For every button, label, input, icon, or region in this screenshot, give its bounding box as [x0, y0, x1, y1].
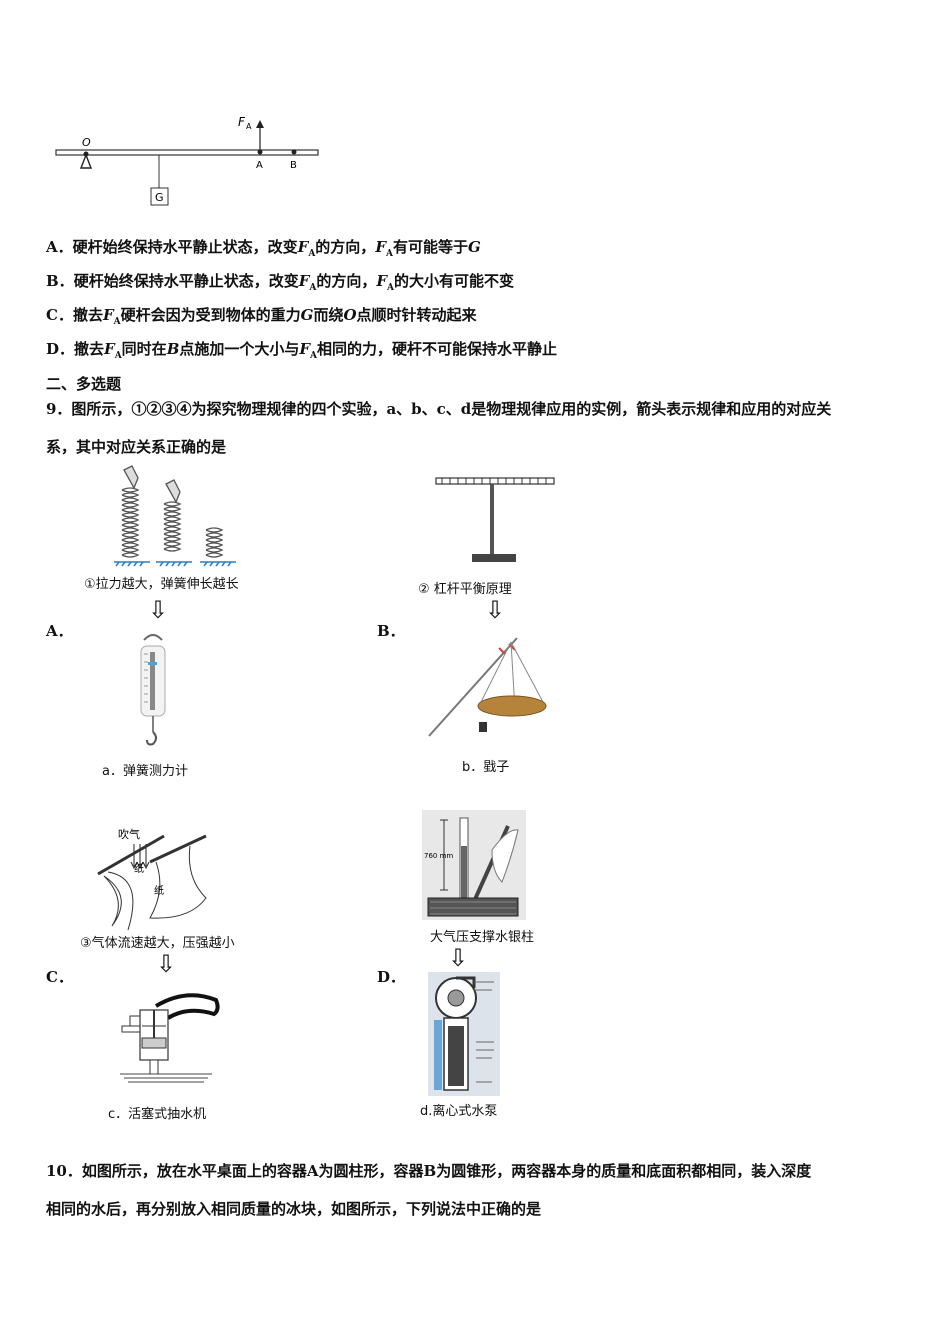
option-letter: B．: [46, 272, 74, 290]
italic-f: F: [297, 238, 309, 256]
label-blow: 吹气: [118, 827, 140, 841]
arrow-down-icon: ⇩: [485, 596, 506, 624]
sub-a: A: [385, 249, 393, 259]
q9-option-a: A．: [46, 622, 73, 640]
arrow-down-icon: ⇩: [148, 596, 169, 624]
label-760: 760 mm: [424, 852, 453, 860]
sub-a: A: [308, 249, 316, 259]
point-b: [291, 149, 297, 155]
fulcrum: [79, 153, 93, 169]
text: 点顺时针转动起来: [356, 306, 477, 324]
pivot-o: [83, 151, 89, 157]
fig-blowing-papers: 吹气 纸 纸: [97, 827, 207, 930]
text: 的大小有可能不变: [394, 272, 515, 290]
label-o: O: [82, 136, 91, 149]
sub-a: A: [387, 283, 394, 293]
q8-option-b: B．硬杆始终保持水平静止状态，改变FA的方向，FA的大小有可能不变: [46, 270, 514, 293]
text: 硬杆始终保持水平静止状态，改变: [73, 272, 299, 290]
fig-barometer: 760 mm: [422, 810, 526, 920]
italic-f: F: [104, 340, 115, 358]
caption-4: 大气压支撑水银柱: [430, 930, 535, 945]
text: 硬杆会因为受到物体的重力: [120, 306, 301, 324]
section-title: 二、多选题: [46, 375, 122, 393]
italic-f: F: [298, 272, 310, 290]
caption-c: c．活塞式抽水机: [108, 1107, 207, 1122]
caption-b: b．戥子: [462, 760, 510, 775]
label-force: F: [238, 115, 246, 129]
caption-1: ①拉力越大，弹簧伸长越长: [84, 577, 239, 592]
sub-a: A: [113, 317, 121, 327]
text: 同时在: [121, 340, 167, 358]
spring-1: [121, 465, 140, 558]
q8-option-a: A．硬杆始终保持水平静止状态，改变FA的方向，FA有可能等于G: [46, 236, 481, 259]
fig-piston-pump: [120, 993, 220, 1083]
sub-a: A: [114, 351, 122, 361]
sub-a: A: [310, 351, 318, 361]
text: 硬杆始终保持水平静止状态，改变: [72, 238, 298, 256]
lever-figure: O G F A A B: [55, 115, 319, 206]
sub-a: A: [309, 283, 317, 293]
text: 的方向，: [316, 272, 377, 290]
q9-option-d: D．: [377, 968, 406, 986]
lever-bar: [55, 149, 319, 156]
label-a: A: [256, 160, 263, 171]
arrow-down-icon: ⇩: [448, 944, 469, 972]
caption-2: ② 杠杆平衡原理: [418, 582, 512, 597]
arrow-down-icon: ⇩: [156, 950, 177, 978]
q10-line2: 相同的水后，再分别放入相同质量的冰块，如图所示，下列说法中正确的是: [46, 1200, 542, 1218]
option-letter: D．: [46, 340, 75, 358]
text: 撤去: [72, 306, 103, 324]
option-letter: C．: [46, 306, 73, 324]
italic-g: G: [300, 306, 314, 324]
text: 而绕: [313, 306, 344, 324]
italic-f: F: [299, 340, 311, 358]
q9-line1: 9．图所示，①②③④为探究物理规律的四个实验，a、b、c、d是物理规律应用的实例…: [46, 400, 832, 418]
text: 有可能等于: [392, 238, 468, 256]
italic-g: G: [467, 238, 481, 256]
fig-steelyard: [428, 637, 547, 737]
caption-3: ③气体流速越大，压强越小: [80, 936, 235, 951]
caption-d: d.离心式水泵: [420, 1104, 498, 1119]
label-force-sub: A: [246, 122, 252, 131]
caption-a: a．弹簧测力计: [102, 764, 188, 779]
option-letter: A．: [46, 238, 73, 256]
text: 点施加一个大小与: [179, 340, 300, 358]
q10-line1: 10．如图所示，放在水平桌面上的容器A为圆柱形，容器B为圆锥形，两容器本身的质量…: [46, 1162, 812, 1180]
fig-centrifugal-pump: [428, 972, 500, 1096]
text: 的方向，: [315, 238, 376, 256]
italic-b: B: [166, 340, 180, 358]
italic-f: F: [376, 272, 388, 290]
weight-g: [150, 187, 169, 206]
spring-3: [205, 527, 224, 558]
text: 相同的力，硬杆不可能保持水平静止: [317, 340, 558, 358]
label-paper-2: 纸: [154, 884, 164, 897]
point-a: [257, 149, 263, 155]
q9-option-c: C．: [46, 968, 73, 986]
force-arrowhead: [256, 120, 264, 128]
label-paper-1: 纸: [134, 862, 144, 875]
italic-f: F: [375, 238, 386, 256]
q9-line2: 系，其中对应关系正确的是: [46, 438, 227, 456]
fig-lever-stand: [435, 477, 555, 562]
text: 撤去: [74, 340, 105, 358]
fig-springs: [114, 465, 236, 567]
label-g: G: [155, 191, 164, 204]
q8-option-c: C．撤去FA硬杆会因为受到物体的重力G而绕O点顺时针转动起来: [46, 304, 477, 327]
label-b: B: [290, 160, 297, 171]
fig-spring-scale: [140, 634, 166, 746]
ground: [114, 561, 236, 567]
italic-o: O: [343, 306, 357, 324]
q8-option-d: D．撤去FA同时在B点施加一个大小与FA相同的力，硬杆不可能保持水平静止: [46, 338, 557, 361]
italic-f: F: [102, 306, 114, 324]
spring-2: [163, 479, 182, 552]
q9-option-b: B．: [377, 622, 405, 640]
